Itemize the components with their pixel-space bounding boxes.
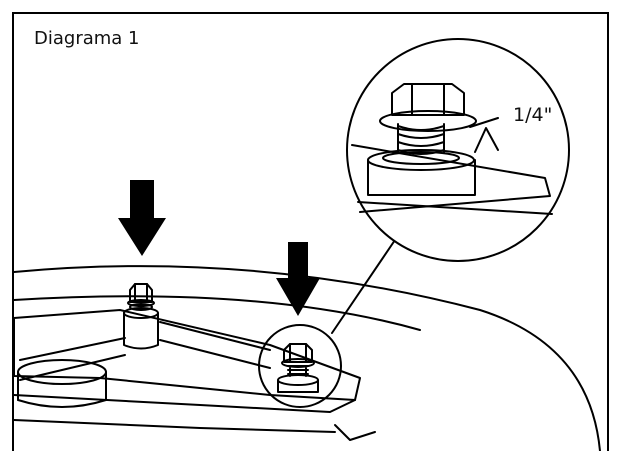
- left-bolt-assembly: [123, 283, 159, 350]
- blade-plate: [13, 309, 361, 401]
- right-bolt-assembly: [277, 343, 319, 393]
- arrow-down-right: [276, 242, 320, 316]
- deck-inner-edge: [13, 295, 421, 331]
- hub-bottom: [17, 399, 107, 408]
- hub-ring: [17, 359, 107, 385]
- dimension-label: 1/4": [513, 104, 553, 126]
- diagram-title: Diagrama 1: [34, 28, 140, 49]
- magnified-detail: [351, 83, 553, 215]
- spoke-left: [19, 337, 126, 381]
- arrow-down-left: [118, 180, 166, 256]
- blade-plate-lower: [13, 419, 336, 433]
- deck-rim: [13, 265, 601, 451]
- hub-body: [17, 371, 107, 401]
- spoke-diag: [159, 321, 271, 369]
- callout-leader: [331, 239, 396, 334]
- detail-callout-circle: [258, 324, 342, 408]
- diagram-frame: Diagrama 1: [12, 12, 609, 451]
- flange-detail: [334, 424, 376, 441]
